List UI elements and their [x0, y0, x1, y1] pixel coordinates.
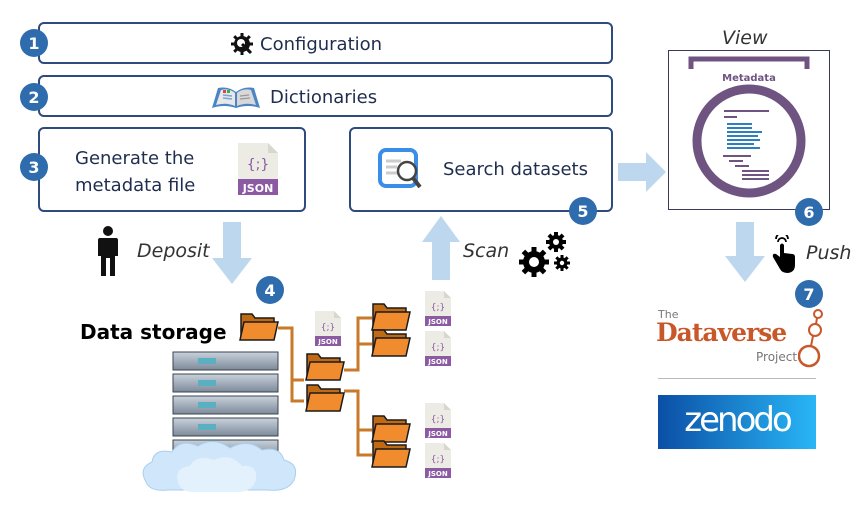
search-document-icon	[378, 148, 422, 189]
configuration-label: Configuration	[260, 33, 383, 55]
scan-label: Scan	[463, 240, 510, 262]
arrow-down-to-repositories	[725, 222, 765, 282]
folder-level2-d	[371, 440, 411, 468]
zenodo-logo[interactable]: zenodo	[658, 395, 816, 449]
push-label: Push	[806, 242, 852, 264]
zenodo-name: zenodo	[684, 400, 792, 440]
json-text-3: JSON	[427, 358, 448, 366]
json-text: JSON	[242, 182, 274, 195]
search-datasets-label: Search datasets	[443, 159, 588, 180]
metadata-viewer-icon: Metadata	[688, 56, 810, 198]
folder-root	[239, 313, 279, 341]
arrow-right-to-view	[618, 152, 666, 192]
dictionaries-label: Dictionaries	[270, 86, 378, 108]
dataverse-the: The	[658, 308, 679, 321]
dataverse-name: Dataverse	[656, 318, 787, 347]
folder-tree: {;} {;} {;} {;} {;} JSON JSON JSON JSON …	[239, 291, 451, 478]
person-icon	[98, 226, 118, 276]
json-text-5: JSON	[427, 470, 448, 478]
step-badge-6: 6	[795, 198, 823, 226]
step-badge-7: 7	[795, 280, 823, 308]
server-cloud-icon	[142, 351, 297, 492]
gears-icon	[519, 232, 570, 277]
dataverse-project: Project	[756, 350, 798, 364]
metadata-title: Metadata	[722, 73, 776, 84]
search-datasets-box[interactable]: Search datasets	[349, 127, 613, 212]
folder-level2-b	[371, 329, 411, 357]
view-label: View	[722, 27, 768, 49]
step-badge-5: 5	[569, 197, 597, 225]
deposit-label: Deposit	[137, 240, 210, 262]
gear-wrench-icon	[231, 33, 253, 55]
data-storage-label: Data storage	[80, 320, 227, 344]
folder-level1-a	[305, 353, 345, 381]
hand-pointer-icon	[772, 235, 795, 273]
dictionaries-box[interactable]: Dictionaries	[38, 75, 613, 117]
json-glyph-2: {;}	[431, 303, 445, 313]
step-badge-2: 2	[20, 83, 48, 111]
json-text-4: JSON	[427, 430, 448, 438]
folder-level1-b	[305, 384, 345, 412]
json-glyph-4: {;}	[431, 415, 445, 425]
dataverse-logo[interactable]: The Dataverse Project	[656, 308, 826, 370]
json-glyph-5: {;}	[431, 455, 445, 465]
step-badge-4: 4	[256, 276, 284, 304]
generate-metadata-box[interactable]: Generate the metadata file {;} JSON	[38, 127, 306, 212]
json-glyph: {;}	[247, 157, 270, 173]
generate-label-line1: Generate the	[75, 148, 195, 169]
arrow-down-to-storage	[212, 222, 252, 284]
configuration-box[interactable]: Configuration	[38, 22, 613, 64]
logo-divider	[658, 378, 816, 379]
generate-label-line2: metadata file	[75, 175, 196, 196]
step-badge-3: 3	[20, 153, 48, 181]
metadata-viewer-panel[interactable]: Metadata	[668, 50, 830, 210]
open-book-icon	[212, 87, 260, 108]
step-badge-1: 1	[20, 29, 48, 57]
json-glyph-1: {;}	[321, 323, 335, 333]
arrow-up-to-search	[422, 216, 460, 280]
folder-level2-c	[371, 415, 411, 443]
folder-level2-a	[371, 303, 411, 331]
json-glyph-3: {;}	[431, 343, 445, 353]
dataverse-circles-icon	[798, 309, 823, 368]
json-text-2: JSON	[427, 318, 448, 326]
json-file-icon: {;} JSON	[238, 143, 278, 195]
json-text-1: JSON	[317, 338, 338, 346]
